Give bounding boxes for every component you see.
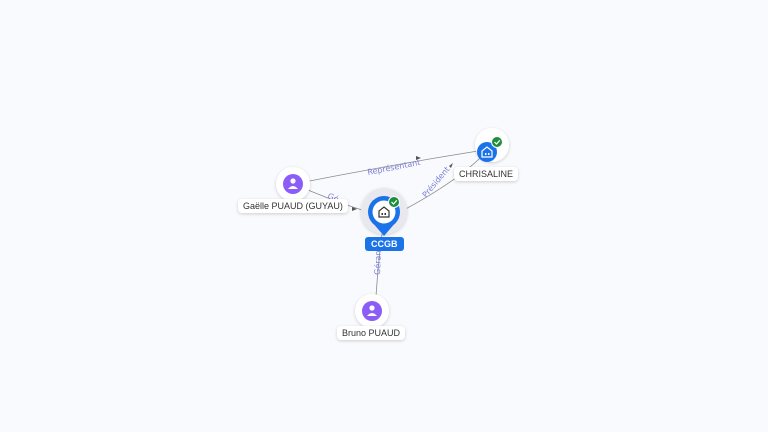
node-chrisaline[interactable] <box>475 128 509 162</box>
arrow-icon <box>352 207 357 211</box>
node-gaelle[interactable] <box>276 167 310 201</box>
edge-gaelle-chrisaline <box>293 149 485 185</box>
person-icon <box>367 305 377 316</box>
check-icon <box>494 139 501 145</box>
node-label-ccgb[interactable]: CCGB <box>365 237 404 251</box>
building-icon <box>481 146 493 158</box>
node-bruno[interactable] <box>355 294 389 328</box>
node-label-bruno[interactable]: Bruno PUAUD <box>337 326 406 340</box>
building-icon <box>378 206 390 218</box>
edge-label-representant: Représentant <box>366 157 421 177</box>
person-icon <box>288 178 298 189</box>
arrow-icon <box>449 163 453 168</box>
edge-label-president: Président <box>420 164 452 199</box>
arrow-icon <box>416 156 421 160</box>
edge-label-gerant: Gérant <box>372 247 383 275</box>
node-label-gaelle[interactable]: Gaëlle PUAUD (GUYAU) <box>238 199 348 213</box>
check-icon <box>391 199 398 205</box>
node-label-chrisaline[interactable]: CHRISALINE <box>454 167 519 181</box>
node-ccgb[interactable] <box>361 188 407 236</box>
